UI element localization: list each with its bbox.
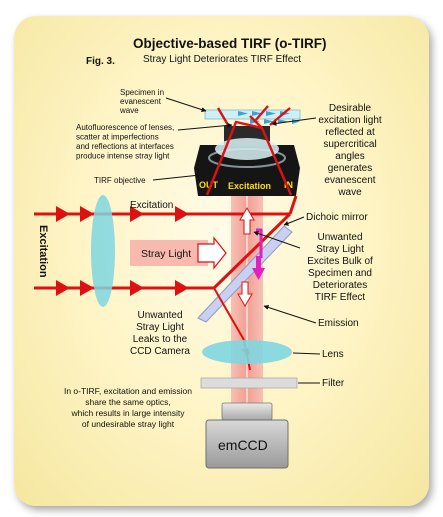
stray-arrow-down: [237, 281, 253, 307]
emission-label: Emission: [318, 318, 359, 329]
stray-light-label: Stray Light: [141, 248, 191, 260]
dichroic-mirror: [197, 225, 293, 323]
tirf-objective: [194, 145, 300, 196]
figure-label: Fig. 3.: [86, 56, 115, 67]
tube-lens: [202, 340, 292, 364]
emission-filter: [200, 377, 298, 389]
excitation-lens: [91, 195, 115, 307]
figure-title: Objective-based TIRF (o-TIRF): [133, 36, 327, 51]
objective-out-label: OUT: [199, 180, 219, 190]
magenta-arrow-shaft: [256, 228, 263, 258]
tirf-objective-label: TIRF objective: [94, 176, 146, 185]
objective-excitation-label: Excitation: [228, 181, 271, 191]
emccd-camera: [205, 419, 289, 469]
excitation-top-label: Excitation: [130, 200, 173, 211]
emission-pointer: [263, 305, 317, 324]
lens-pointer: [292, 352, 321, 355]
specimen-pointer: [165, 97, 207, 112]
unwanted-right-pointer: [253, 231, 301, 249]
svg-text:In o-TIRF, excitation and emis: In o-TIRF, excitation and emissionshare …: [64, 386, 192, 429]
figure-subtitle: Stray Light Deteriorates TIRF Effect: [143, 54, 301, 65]
svg-text:Autofluorescence of lenses,sca: Autofluorescence of lenses,scatter at im…: [76, 123, 174, 161]
autofluorescence-label: Autofluorescence of lenses,scatter at im…: [76, 123, 174, 161]
camera-label: emCCD: [218, 437, 268, 453]
lens-label: Lens: [322, 349, 344, 360]
stray-arrow-up: [239, 207, 255, 235]
stray-light-box: [130, 240, 208, 266]
dichroic-label: Dichoic mirror: [306, 212, 368, 223]
objective-inner-lens: [208, 148, 286, 168]
autofluorescence-pointer: [177, 122, 233, 131]
camera-mount: [221, 402, 273, 421]
filter-label: Filter: [322, 378, 345, 389]
objective-in-label: IN: [284, 180, 293, 190]
excitation-side-label: Excitation: [37, 225, 49, 278]
desirable-pointer: [271, 117, 317, 126]
tirf-objective-pointer: [152, 172, 201, 181]
stray-light-arrow: [197, 236, 227, 270]
magenta-arrow: [252, 256, 265, 280]
dichroic-pointer: [283, 216, 305, 226]
excitation-arrowheads: [56, 206, 189, 296]
